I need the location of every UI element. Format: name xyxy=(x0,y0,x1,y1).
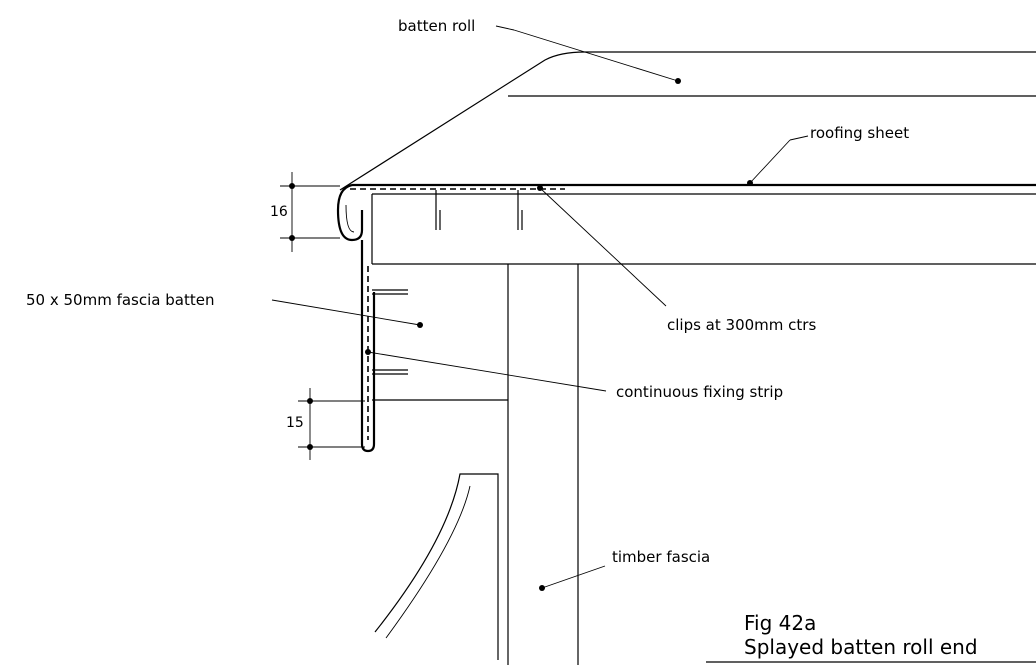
leader-fascia-batten xyxy=(271,299,423,328)
label-clips: clips at 300mm ctrs xyxy=(667,316,816,334)
leader-fixing-strip xyxy=(365,349,607,392)
label-timber-fascia: timber fascia xyxy=(612,548,710,566)
leader-clips xyxy=(537,185,667,307)
roofing-sheet xyxy=(350,183,1036,195)
label-fascia-batten: 50 x 50mm fascia batten xyxy=(26,291,214,309)
fascia-batten xyxy=(372,289,508,401)
leader-roofing-sheet xyxy=(747,135,809,186)
label-batten-roll: batten roll xyxy=(398,17,475,35)
clip-fixings xyxy=(435,190,523,230)
batten-roll xyxy=(339,51,1036,191)
dimension-15-label: 15 xyxy=(286,415,304,431)
gutter-outline xyxy=(374,473,499,660)
figure-title: Splayed batten roll end xyxy=(744,635,978,659)
leader-timber-fascia xyxy=(539,565,606,591)
dimension-16 xyxy=(280,172,340,252)
label-roofing-sheet: roofing sheet xyxy=(810,124,909,142)
label-fixing-strip: continuous fixing strip xyxy=(616,383,783,401)
figure-number: Fig 42a xyxy=(744,611,816,635)
dimension-15 xyxy=(298,388,365,460)
dimension-16-label: 16 xyxy=(270,204,288,220)
roll-edge-fold xyxy=(336,183,373,264)
fixing-strip xyxy=(360,240,376,453)
timber-fascia xyxy=(507,264,579,665)
leader-batten-roll xyxy=(495,25,681,84)
